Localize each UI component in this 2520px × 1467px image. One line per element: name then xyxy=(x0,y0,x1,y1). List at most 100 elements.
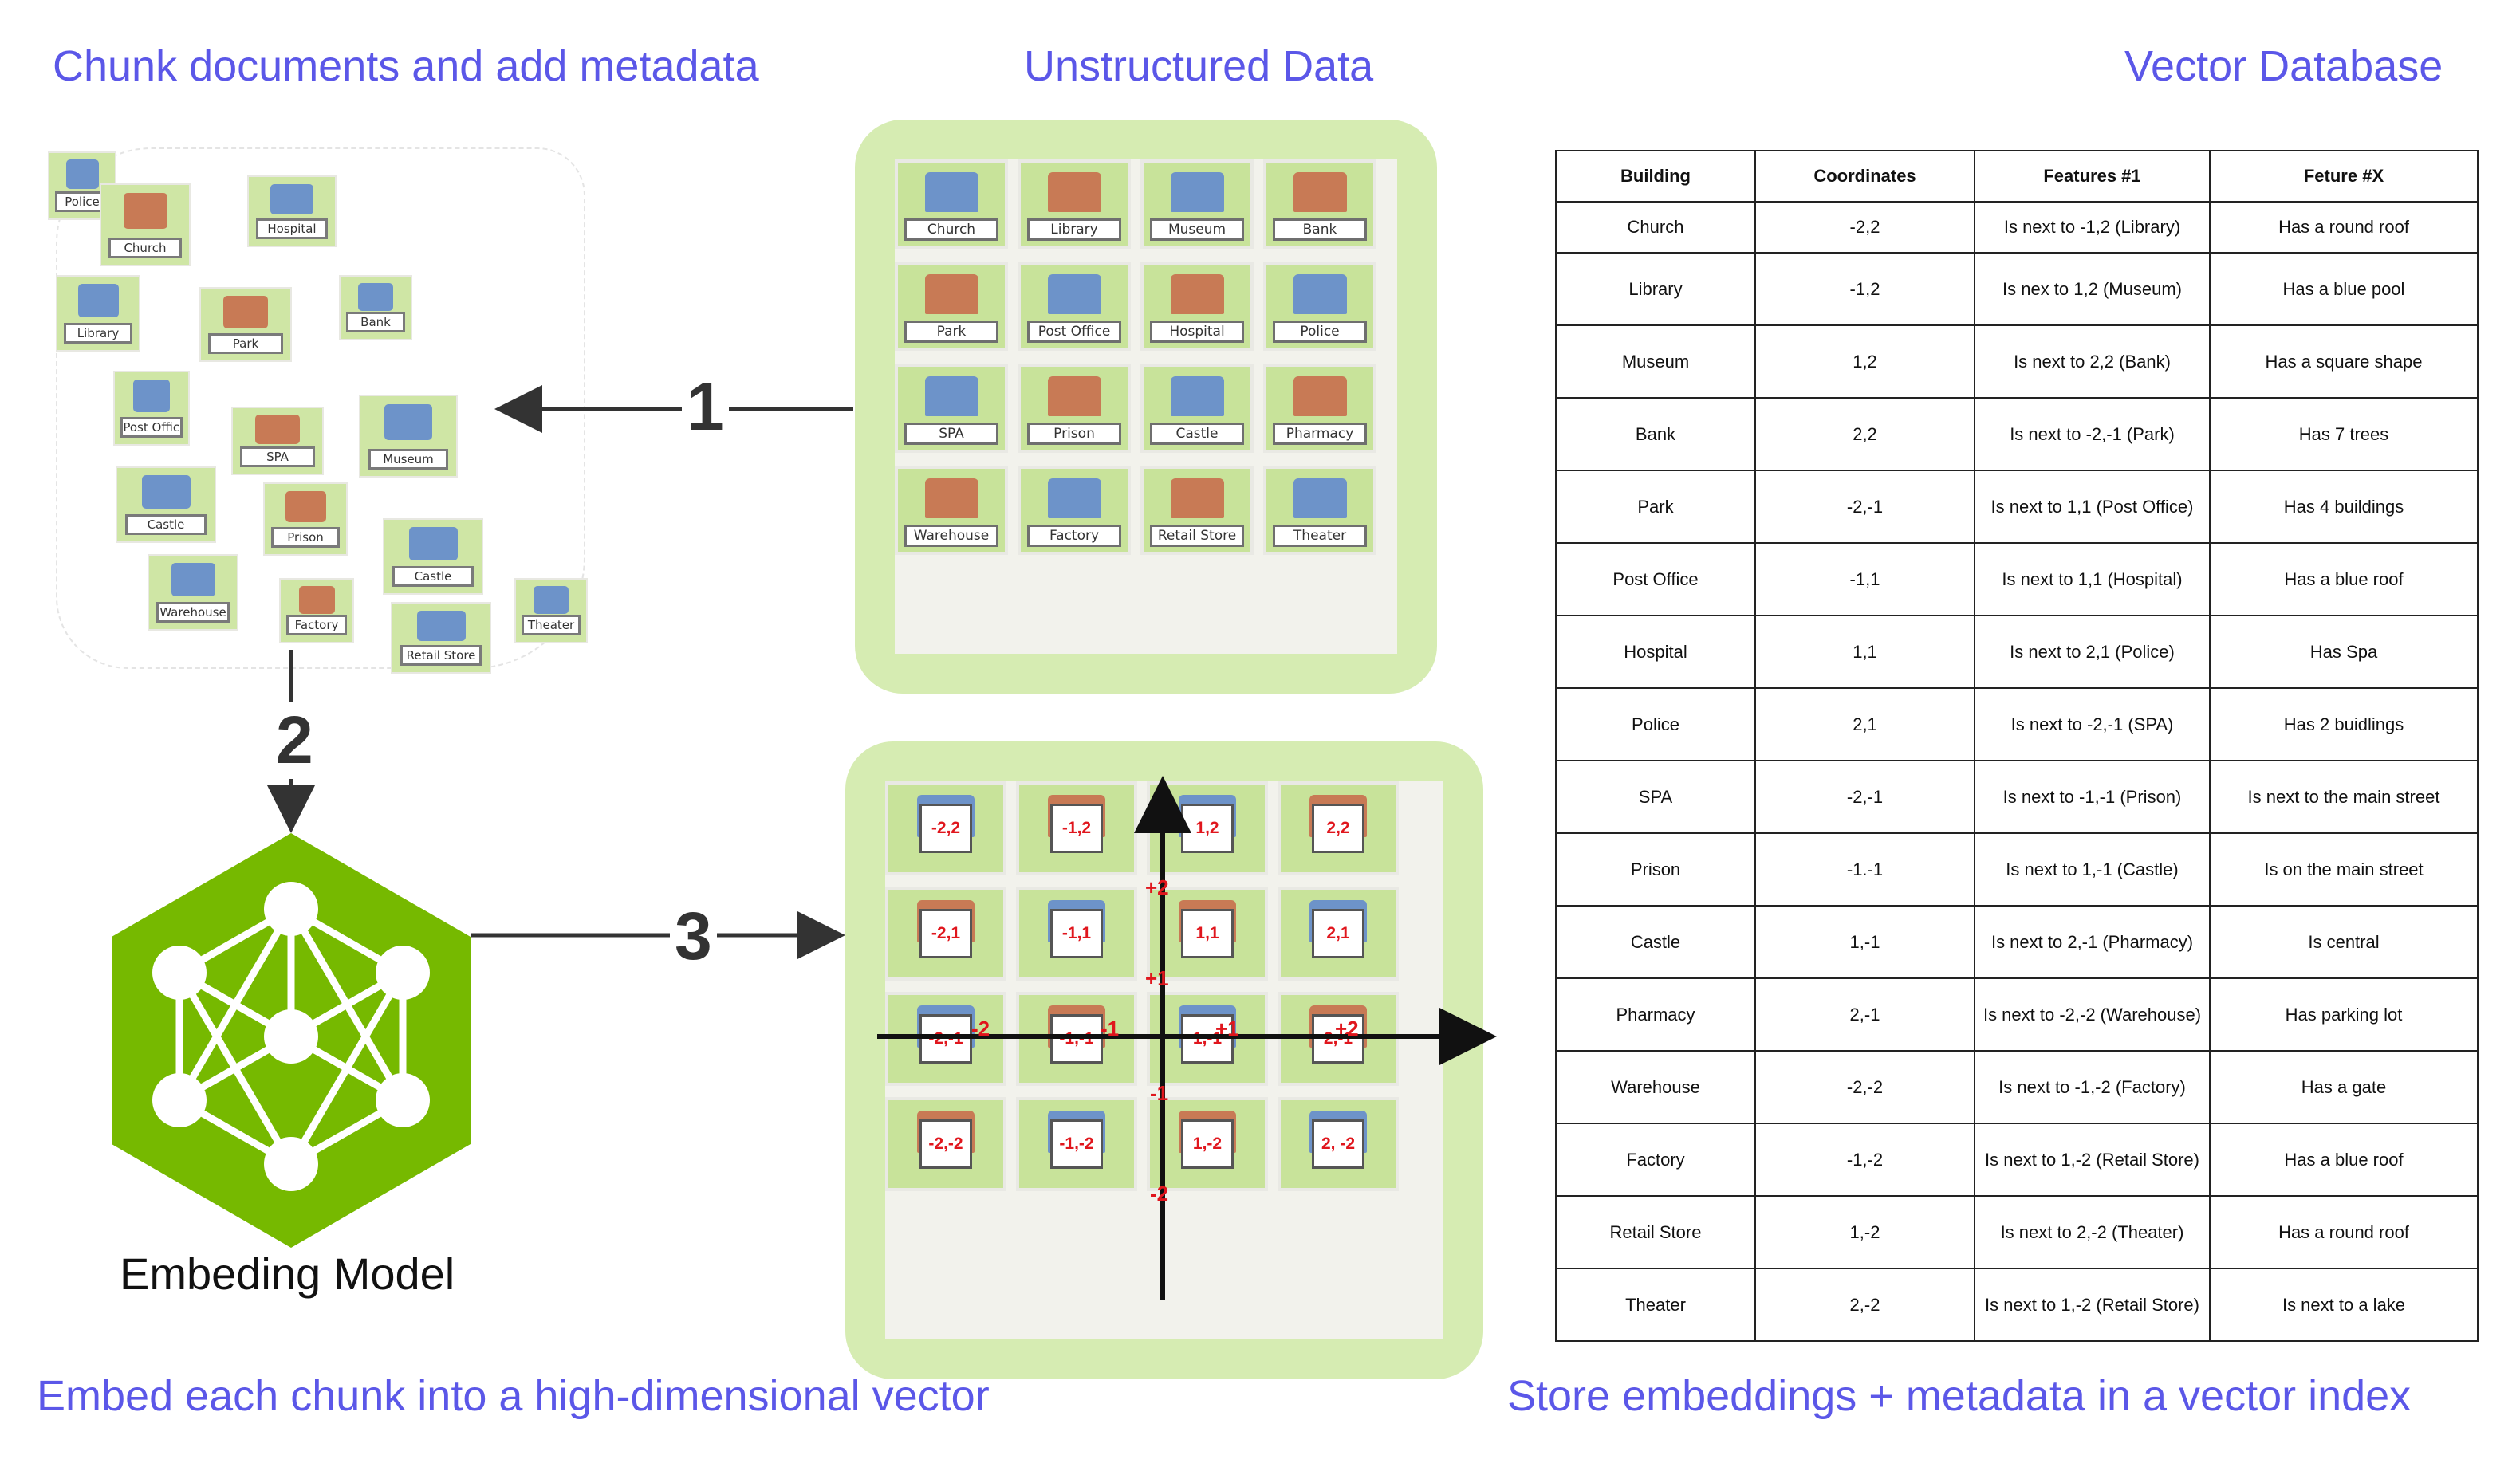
building-icon xyxy=(1170,172,1224,213)
building-icon xyxy=(924,172,978,213)
building-label: Theater xyxy=(1273,525,1367,547)
chunk-tile: Hospital xyxy=(247,175,337,247)
building-icon xyxy=(298,585,335,614)
cell-feature-1: Is next to 2,-2 (Theater) xyxy=(1974,1195,2211,1269)
cell-building: Post Office xyxy=(1555,542,1756,616)
x-tick-neg2: -2 xyxy=(971,1017,990,1040)
chunk-label: Factory xyxy=(286,615,347,635)
cell-feature-1: Is next to -1,-1 (Prison) xyxy=(1974,760,2211,834)
cell-building: Castle xyxy=(1555,905,1756,979)
coordinate-block: 1,-2 xyxy=(1147,1097,1268,1191)
chunk-label: Bank xyxy=(346,312,405,332)
chunk-label: Hospital xyxy=(255,218,329,239)
building-icon xyxy=(1293,478,1347,519)
cell-coordinates: 2,-2 xyxy=(1754,1268,1975,1342)
cell-building: Pharmacy xyxy=(1555,977,1756,1052)
building-icon xyxy=(534,585,569,614)
chunk-tile: Park xyxy=(199,287,292,362)
map-block: Library xyxy=(1018,159,1131,249)
chunk-tile: Factory xyxy=(279,578,354,643)
chunk-tile: Theater xyxy=(514,578,588,643)
y-tick-pos1: +1 xyxy=(1145,966,1169,990)
coordinate-label: -1,1 xyxy=(1050,909,1103,958)
cell-feature-1: Is next to 1,1 (Hospital) xyxy=(1974,542,2211,616)
building-icon xyxy=(1047,376,1101,417)
coordinate-label: 2,1 xyxy=(1312,909,1364,958)
chunk-tile: Retail Store xyxy=(391,602,491,674)
coordinate-block: -2,1 xyxy=(885,887,1006,981)
cell-building: Warehouse xyxy=(1555,1050,1756,1124)
cell-building: Police xyxy=(1555,687,1756,761)
cell-coordinates: 1,-2 xyxy=(1754,1195,1975,1269)
cell-feature-x: Is on the main street xyxy=(2209,832,2479,907)
cell-feature-x: Has Spa xyxy=(2209,615,2479,689)
coordinate-block: -2,2 xyxy=(885,781,1006,875)
building-label: Hospital xyxy=(1150,321,1244,343)
coordinate-block: 2,1 xyxy=(1278,887,1399,981)
chunk-tile: Castle xyxy=(116,466,216,543)
heading-embed-chunks: Embed each chunk into a high-dimensional… xyxy=(37,1372,990,1420)
cell-feature-1: Is next to 1,-1 (Castle) xyxy=(1974,832,2211,907)
coordinate-label: -2,2 xyxy=(919,804,972,853)
cell-coordinates: -1,-2 xyxy=(1754,1123,1975,1197)
chunk-tile: Church xyxy=(100,183,191,266)
embedding-model-label: Embeding Model xyxy=(120,1249,455,1299)
map-block: Warehouse xyxy=(895,466,1008,555)
building-label: Pharmacy xyxy=(1273,423,1367,445)
coordinate-block: 2,2 xyxy=(1278,781,1399,875)
building-icon xyxy=(133,380,170,412)
building-label: Warehouse xyxy=(904,525,998,547)
chunk-label: Library xyxy=(64,323,132,344)
cell-feature-1: Is next to 2,-1 (Pharmacy) xyxy=(1974,905,2211,979)
map-block: Park xyxy=(895,262,1008,351)
cell-coordinates: 2,2 xyxy=(1754,397,1975,471)
cell-feature-x: Is central xyxy=(2209,905,2479,979)
building-icon xyxy=(924,274,978,315)
step-1-label: 1 xyxy=(682,368,729,446)
building-label: Police xyxy=(1273,321,1367,343)
table-header-row: Building Coordinates Features #1 Feture … xyxy=(1555,150,2479,203)
chunk-tile: Post Office xyxy=(113,371,190,446)
col-header-features-1: Features #1 xyxy=(1974,150,2211,203)
cell-feature-1: Is next to -1,-2 (Factory) xyxy=(1974,1050,2211,1124)
cell-feature-x: Has 4 buildings xyxy=(2209,470,2479,544)
step-2-label: 2 xyxy=(271,702,318,779)
cell-building: Factory xyxy=(1555,1123,1756,1197)
building-icon xyxy=(1170,478,1224,519)
cell-feature-1: Is next to -2,-2 (Warehouse) xyxy=(1974,977,2211,1052)
building-label: SPA xyxy=(904,423,998,445)
chunk-tile: SPA xyxy=(231,407,324,475)
cell-building: Park xyxy=(1555,470,1756,544)
heading-chunk-documents: Chunk documents and add metadata xyxy=(53,42,759,90)
cell-coordinates: -2,-2 xyxy=(1754,1050,1975,1124)
map-block: Bank xyxy=(1263,159,1376,249)
building-label: Post Office xyxy=(1027,321,1121,343)
map-block: Police xyxy=(1263,262,1376,351)
building-icon xyxy=(1170,376,1224,417)
cell-feature-1: Is next to 2,2 (Bank) xyxy=(1974,324,2211,399)
cell-building: Church xyxy=(1555,201,1756,254)
chunk-label: Warehouse xyxy=(156,602,230,623)
building-icon xyxy=(1293,274,1347,315)
building-icon xyxy=(65,159,99,190)
building-label: Park xyxy=(904,321,998,343)
map-block: Museum xyxy=(1140,159,1254,249)
building-icon xyxy=(270,183,313,215)
building-label: Church xyxy=(904,218,998,241)
coordinate-label: 2,2 xyxy=(1312,804,1364,853)
coordinate-label: -2,1 xyxy=(919,909,972,958)
building-label: Castle xyxy=(1150,423,1244,445)
cell-coordinates: -1.-1 xyxy=(1754,832,1975,907)
cell-feature-1: Is next to 1,1 (Post Office) xyxy=(1974,470,2211,544)
coordinate-block: 1,1 xyxy=(1147,887,1268,981)
cell-feature-x: Has 2 buidlings xyxy=(2209,687,2479,761)
